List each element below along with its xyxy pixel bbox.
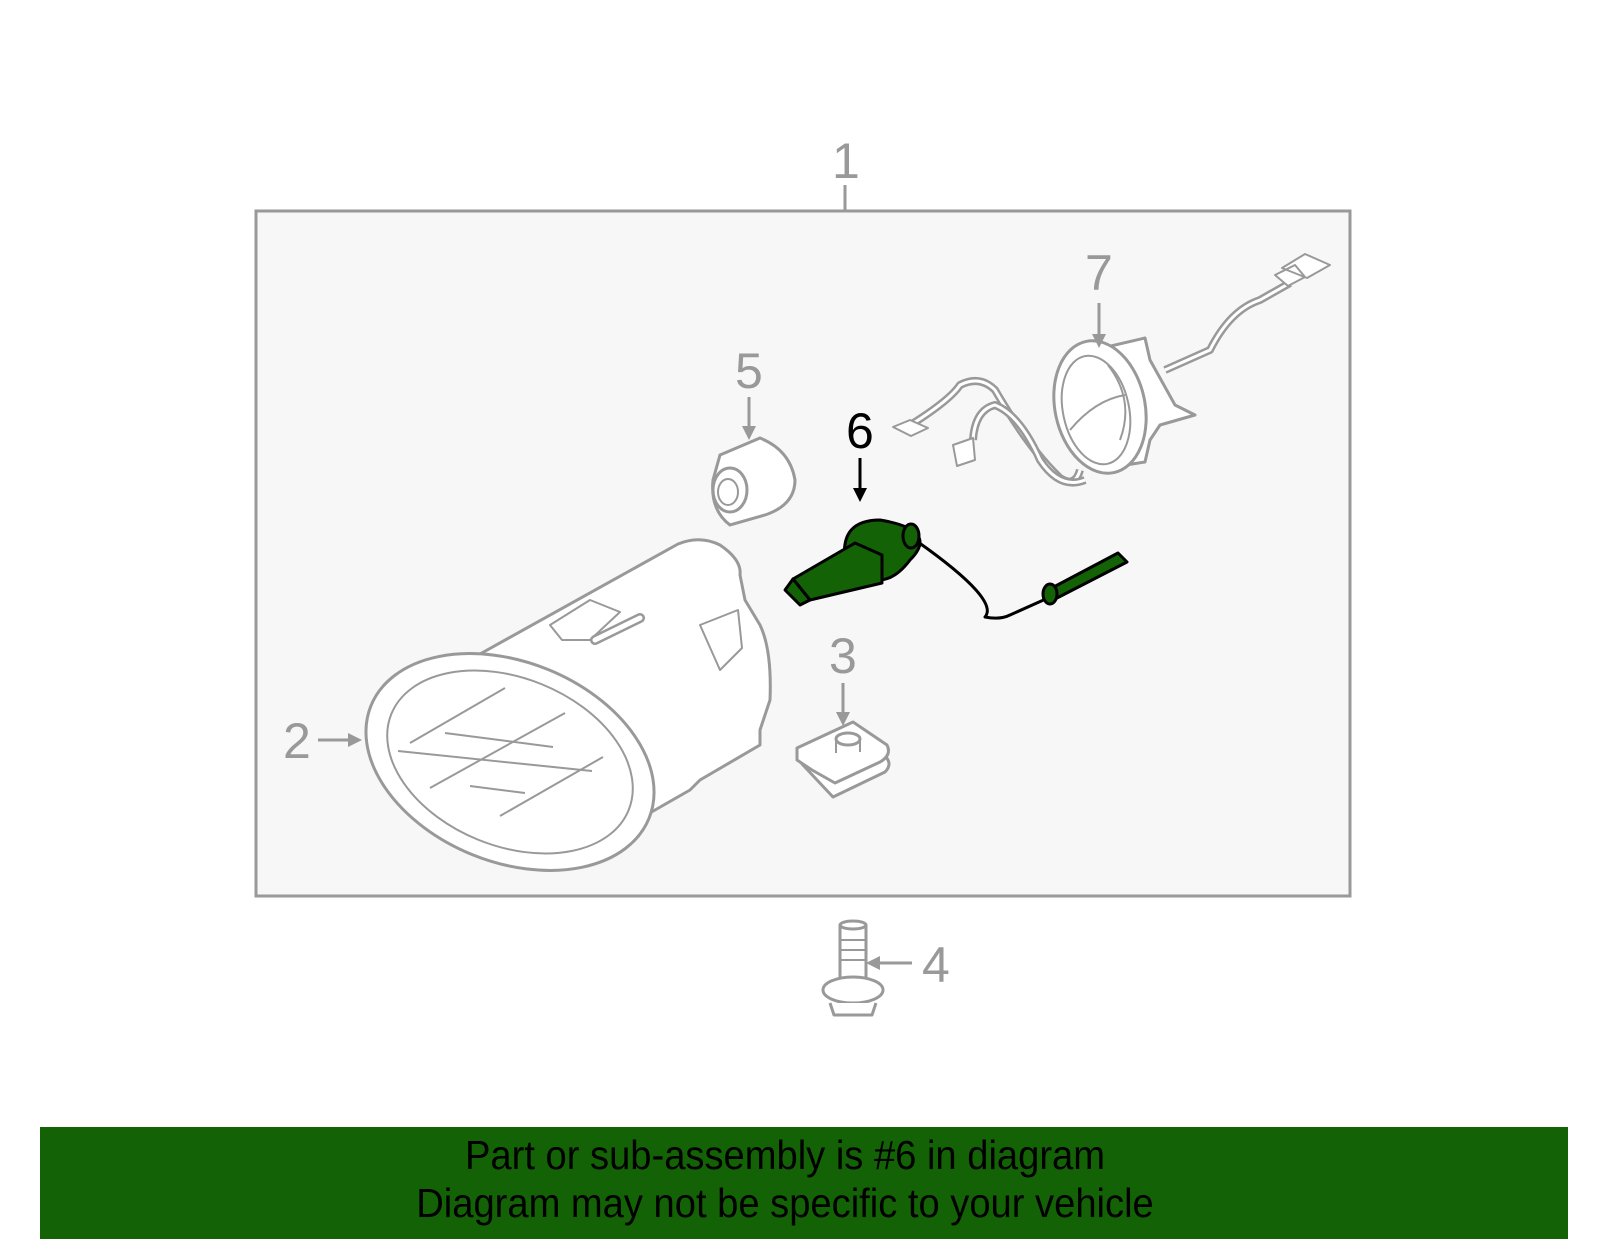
callout-4: 4 xyxy=(922,937,950,993)
callout-6-arrow xyxy=(853,488,867,502)
callout-5-arrow xyxy=(742,426,756,440)
fog-lamp-bulb-part[interactable] xyxy=(783,518,1129,620)
bolt-part[interactable] xyxy=(821,919,885,1017)
callout-3: 3 xyxy=(829,628,857,684)
callout-5: 5 xyxy=(735,343,763,399)
callout-2: 2 xyxy=(283,713,311,769)
info-banner: Part or sub-assembly is #6 in diagram Di… xyxy=(40,1127,1568,1239)
fog-lamp-housing-part[interactable] xyxy=(333,538,772,911)
callout-7: 7 xyxy=(1085,245,1113,301)
socket-harness-part[interactable] xyxy=(892,253,1331,487)
callout-3-arrow xyxy=(836,712,850,726)
callout-6: 6 xyxy=(846,403,874,459)
banner-disclaimer: Diagram may not be specific to your vehi… xyxy=(416,1180,1154,1226)
callout-1: 1 xyxy=(832,133,860,189)
clip-nut-part[interactable] xyxy=(795,720,891,799)
bushing-part[interactable] xyxy=(711,436,797,527)
banner-part-info: Part or sub-assembly is #6 in diagram xyxy=(464,1132,1105,1178)
callout-2-arrow xyxy=(348,733,362,747)
callout-4-arrow xyxy=(866,956,880,970)
callout-7-arrow xyxy=(1092,334,1106,348)
